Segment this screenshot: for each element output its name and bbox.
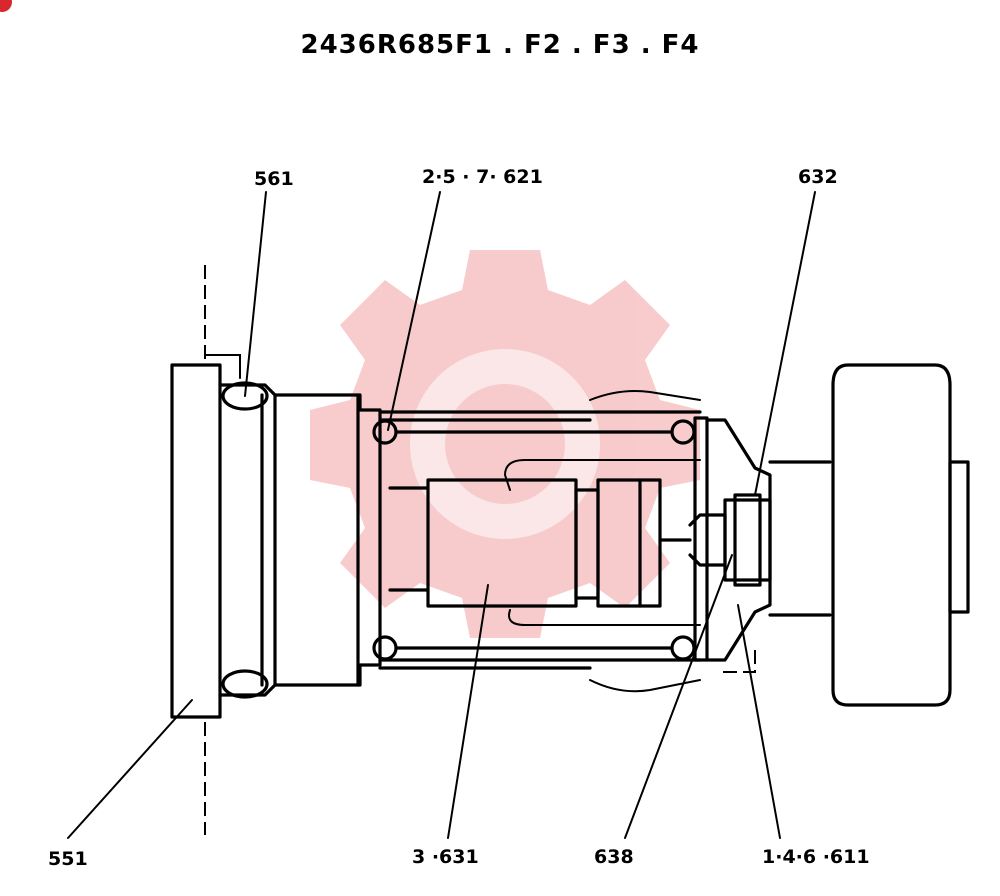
label-2-5-7-621: 2·5 · 7· 621 xyxy=(422,166,543,188)
spring-coil-bottom-right xyxy=(670,635,696,661)
leader-632 xyxy=(754,191,816,496)
leader-638 xyxy=(624,554,733,839)
label-561: 561 xyxy=(254,168,294,190)
page-title: 2436R685F1 . F2 . F3 . F4 xyxy=(300,30,700,60)
corner-marker xyxy=(0,0,12,12)
leader-561 xyxy=(244,191,267,397)
label-551: 551 xyxy=(48,848,88,870)
leader-631 xyxy=(447,584,489,839)
leader-611 xyxy=(737,604,781,839)
spring-coil-bottom-left xyxy=(372,635,398,661)
leader-621 xyxy=(387,191,441,431)
label-638: 638 xyxy=(594,846,634,868)
solenoid-cap xyxy=(831,363,952,707)
end-cap-plate xyxy=(693,416,709,662)
flange-plate xyxy=(170,363,222,719)
leader-551 xyxy=(67,699,193,839)
label-3-631: 3 ·631 xyxy=(412,846,479,868)
label-1-4-6-611: 1·4·6 ·611 xyxy=(762,846,870,868)
o-ring-top xyxy=(221,381,269,411)
watermark-gear xyxy=(310,250,700,638)
valve-seat-638 xyxy=(723,498,772,582)
label-632: 632 xyxy=(798,166,838,188)
housing-outline xyxy=(218,383,382,697)
o-ring-bottom xyxy=(221,669,269,699)
